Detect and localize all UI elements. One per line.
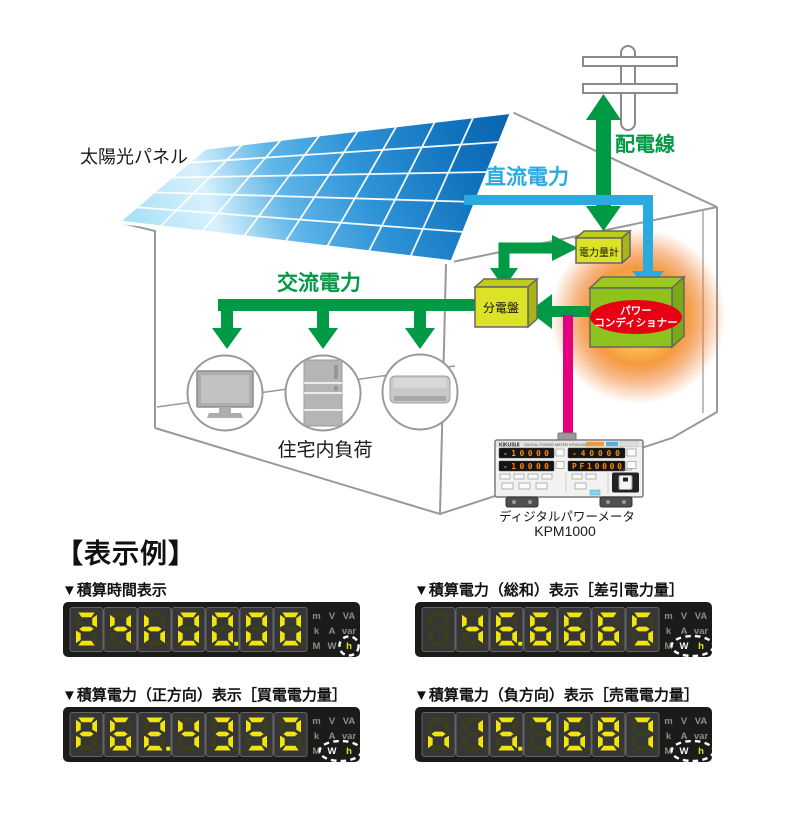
dc-power-label: 直流電力 xyxy=(485,165,569,189)
distribution-line-arrow xyxy=(586,94,621,231)
svg-text:h: h xyxy=(698,746,704,757)
tv-icon xyxy=(196,370,254,418)
utility-pole-icon xyxy=(582,45,678,131)
svg-text:V: V xyxy=(329,611,336,622)
solar-system-diagram: 電力量計 分電盤 パワー コンディショナー KIKUSUI DIGITAL PO… xyxy=(80,45,726,539)
svg-text:VA: VA xyxy=(695,716,708,727)
svg-text:M: M xyxy=(665,746,673,757)
svg-text:A: A xyxy=(329,731,336,742)
device-panel-text: DIGITAL POWER METER KPM1000 xyxy=(524,443,586,447)
svg-text:A: A xyxy=(681,626,688,637)
svg-text:k: k xyxy=(666,731,672,742)
air-conditioner-icon xyxy=(389,375,451,404)
distribution-board-label: 分電盤 xyxy=(483,301,519,315)
svg-text:VA: VA xyxy=(343,716,356,727)
house-load-icons xyxy=(186,353,459,432)
solar-panel xyxy=(113,109,515,264)
svg-text:VA: VA xyxy=(695,611,708,622)
distribution-line-label: 配電線 xyxy=(615,132,675,156)
svg-text:k: k xyxy=(314,731,320,742)
power-meter-name: ディジタルパワーメータ xyxy=(499,509,635,524)
device-power-label: POWER xyxy=(619,468,633,472)
measurement-cable xyxy=(563,315,573,437)
refrigerator-icon xyxy=(303,359,343,427)
svg-text:h: h xyxy=(346,746,352,757)
svg-text:W: W xyxy=(328,746,337,757)
board-meter-arrow xyxy=(490,235,578,288)
svg-text:m: m xyxy=(312,716,320,727)
watt-hour-meter-box: 電力量計 xyxy=(574,229,632,265)
kpm1000-device: KIKUSUI DIGITAL POWER METER KPM1000 -100… xyxy=(494,439,644,508)
power-conditioner-label-2: コンディショナー xyxy=(594,316,677,329)
lcd-label-total: ▼積算電力（総和）表示［差引電力量］ xyxy=(414,582,684,599)
svg-text:M: M xyxy=(313,746,321,757)
svg-text:VA: VA xyxy=(343,611,356,622)
power-meter-model: KPM1000 xyxy=(534,523,596,539)
svg-text:var: var xyxy=(694,731,709,742)
watt-hour-meter-label: 電力量計 xyxy=(579,246,619,259)
svg-text:A: A xyxy=(681,731,688,742)
svg-text:k: k xyxy=(666,626,672,637)
svg-text:W: W xyxy=(680,641,689,652)
svg-text:var: var xyxy=(342,731,357,742)
examples-title: 【表示例】 xyxy=(56,539,196,569)
svg-text:W: W xyxy=(328,641,337,652)
svg-text:m: m xyxy=(664,716,672,727)
ac-power-bar xyxy=(212,299,475,349)
svg-text:m: m xyxy=(664,611,672,622)
device-brand: KIKUSUI xyxy=(499,443,520,449)
power-conditioner-box: パワー コンディショナー xyxy=(588,275,686,349)
svg-text:A: A xyxy=(329,626,336,637)
svg-text:M: M xyxy=(665,641,673,652)
svg-text:V: V xyxy=(681,611,688,622)
svg-text:V: V xyxy=(329,716,336,727)
svg-text:k: k xyxy=(314,626,320,637)
distribution-board-box: 分電盤 xyxy=(473,277,539,329)
svg-text:W: W xyxy=(680,746,689,757)
svg-text:m: m xyxy=(312,611,320,622)
ac-power-label: 交流電力 xyxy=(277,271,361,295)
pc-to-board-arrow xyxy=(529,294,590,329)
power-conditioner-label-1: パワー xyxy=(620,305,652,317)
svg-text:h: h xyxy=(346,641,352,652)
solar-panel-grid xyxy=(135,116,501,258)
device-display-4: PF10000 xyxy=(572,462,622,471)
svg-text:var: var xyxy=(342,626,357,637)
svg-text:M: M xyxy=(313,641,321,652)
solar-panel-label: 太陽光パネル xyxy=(80,147,188,167)
lcd-label-time: ▼積算時間表示 xyxy=(62,582,167,599)
svg-text:var: var xyxy=(694,626,709,637)
lcd-label-positive: ▼積算電力（正方向）表示［買電電力量］ xyxy=(62,687,347,704)
lcd-label-negative: ▼積算電力（負方向）表示［売電電力量］ xyxy=(414,687,699,704)
svg-text:h: h xyxy=(698,641,704,652)
svg-text:V: V xyxy=(681,716,688,727)
house-load-label: 住宅内負荷 xyxy=(277,439,372,461)
